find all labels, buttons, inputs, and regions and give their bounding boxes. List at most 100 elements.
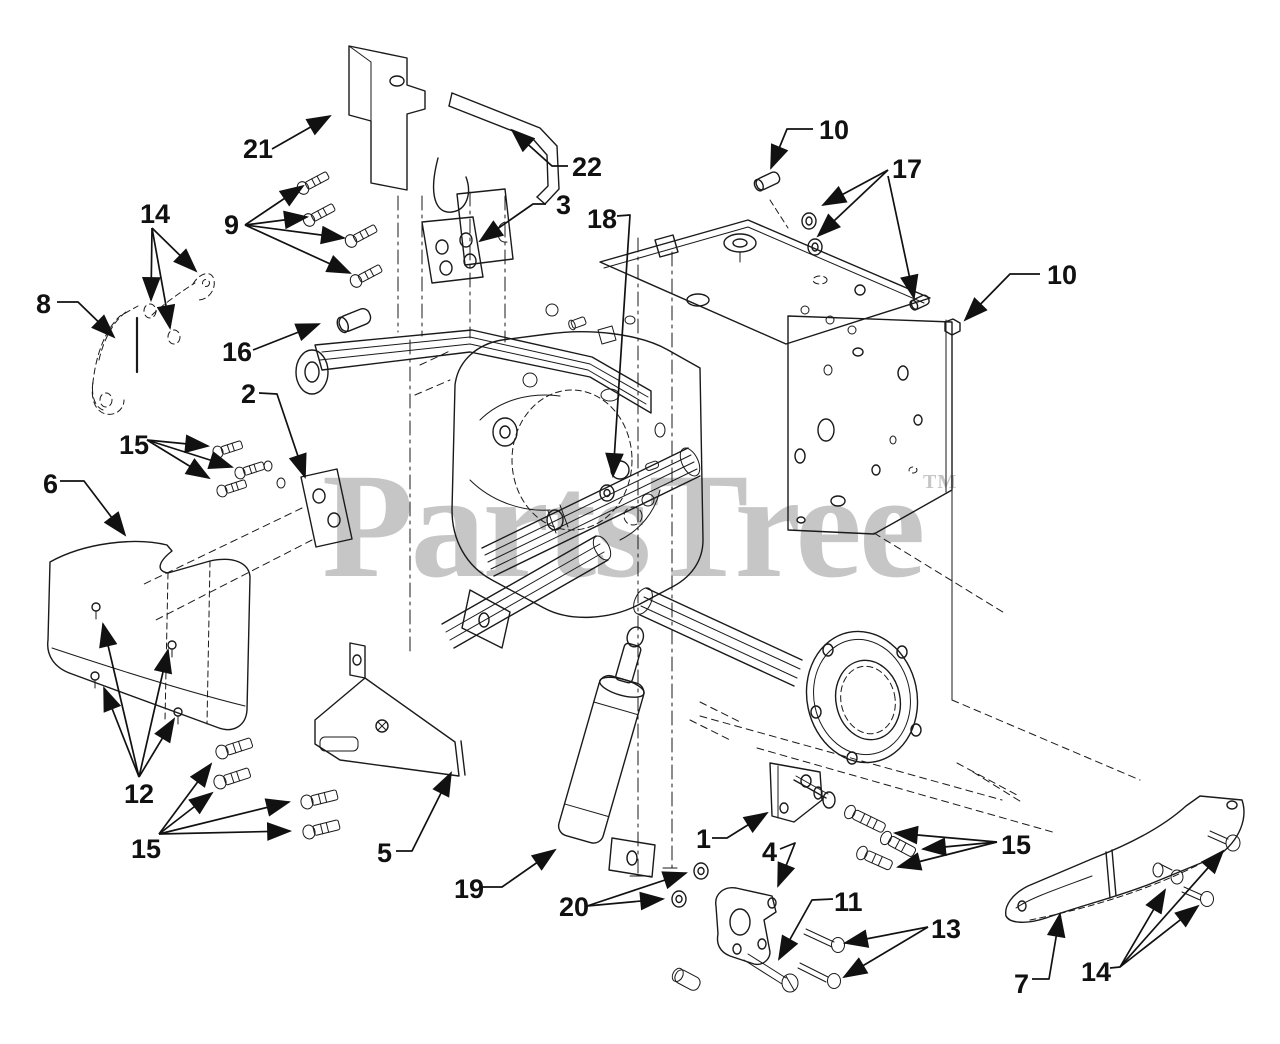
callout-11-label: 11	[834, 887, 863, 917]
callout-6-leader	[60, 480, 127, 537]
callout-6: 6	[43, 469, 127, 537]
callout-14-leader	[151, 227, 198, 273]
callout-22-leader	[510, 128, 568, 167]
callout-15-right: 15	[892, 825, 1031, 871]
callout-9: 9	[224, 184, 352, 274]
callout-15-leader	[146, 439, 234, 469]
callout-15-leader	[158, 822, 293, 841]
callout-9-leader	[244, 184, 305, 226]
callout-5-leader	[396, 771, 452, 852]
callout-16-leader	[252, 323, 321, 351]
callout-15-leader	[895, 841, 998, 871]
pin-10-top	[753, 171, 789, 229]
bolts-11	[671, 953, 799, 993]
callout-20-leader	[586, 891, 666, 911]
callout-22: 22	[510, 128, 602, 182]
callout-10-right-leader	[963, 273, 1040, 322]
callout-10-right-label: 10	[1047, 260, 1077, 290]
callout-17-leader	[821, 169, 889, 206]
callout-18: 18	[587, 204, 631, 479]
part-6-shield	[47, 540, 251, 731]
axle-flange	[805, 630, 922, 765]
bolts-13	[797, 928, 845, 989]
callout-13-leader	[842, 926, 929, 979]
callout-19: 19	[454, 848, 557, 904]
part-14-hook	[192, 273, 215, 301]
callout-15-right-label: 15	[1001, 830, 1031, 860]
callout-2-leader	[258, 392, 307, 479]
callout-10-top: 10	[770, 115, 849, 170]
callout-13: 13	[842, 914, 961, 979]
callout-15-leader	[920, 837, 998, 857]
callout-8-label: 8	[36, 289, 51, 319]
callout-13-label: 13	[931, 914, 961, 944]
callout-19-leader	[481, 848, 557, 888]
callout-14-leader	[151, 227, 176, 331]
splined-shafts	[441, 447, 803, 687]
callout-15-leader	[146, 439, 211, 480]
callout-18-leader	[605, 214, 631, 479]
callout-4-label: 4	[762, 837, 777, 867]
callout-14-bottom-label: 14	[1081, 957, 1111, 987]
callout-2: 2	[241, 379, 307, 479]
washers-17	[801, 212, 930, 311]
part-4-bracket	[715, 887, 777, 966]
callout-20-leader	[586, 871, 688, 907]
callout-12-leader	[138, 717, 176, 778]
callout-9-leader	[244, 224, 347, 245]
callout-3-leader	[478, 203, 546, 243]
callout-10-top-leader	[770, 128, 813, 170]
callout-15-leader	[158, 791, 214, 835]
part-5-bracket	[314, 642, 466, 777]
callout-7-label: 7	[1014, 969, 1029, 999]
callout-6-label: 6	[43, 469, 58, 499]
callout-3-label: 3	[556, 190, 571, 220]
callout-10-right: 10	[963, 260, 1077, 322]
callout-9-label: 9	[224, 210, 239, 240]
callout-12: 12	[99, 621, 176, 809]
callout-20-label: 20	[559, 892, 589, 922]
callout-18-label: 18	[587, 204, 617, 234]
bolts-9	[296, 171, 383, 288]
callout-5: 5	[377, 771, 452, 868]
callout-8: 8	[36, 289, 116, 339]
callout-14-leader	[141, 227, 161, 303]
part-7-bracket	[1005, 795, 1245, 923]
part-22-strap	[432, 92, 560, 213]
callout-15-middle: 15	[119, 430, 234, 480]
callout-22-label: 22	[572, 152, 602, 182]
part-19-cylinder	[557, 626, 656, 878]
watermark-tm: TM	[923, 471, 957, 493]
callout-17: 17	[816, 154, 922, 301]
callout-16-label: 16	[222, 337, 252, 367]
callout-7: 7	[1014, 911, 1066, 999]
callout-9-leader	[244, 224, 352, 274]
callout-2-label: 2	[241, 379, 256, 409]
callout-1-label: 1	[696, 824, 711, 854]
callout-21: 21	[243, 114, 332, 164]
washers-20	[671, 862, 709, 908]
callout-12-leader	[103, 686, 140, 778]
callout-14-top-label: 14	[140, 199, 170, 229]
callout-5-label: 5	[377, 838, 392, 868]
callout-14-bottom: 14	[1081, 849, 1225, 987]
control-arm	[295, 329, 652, 414]
callout-21-leader	[271, 114, 332, 150]
bolts-15-lower	[213, 737, 341, 840]
part-21-bracket	[348, 45, 426, 191]
callout-15-leader	[146, 434, 211, 454]
callout-21-label: 21	[243, 134, 273, 164]
callout-15-middle-label: 15	[119, 430, 149, 460]
part-1-bracket	[769, 762, 836, 823]
callout-14-leader	[1109, 888, 1167, 969]
watermark-text: PartsTree	[322, 443, 922, 609]
callout-4: 4	[762, 837, 796, 888]
callout-17-leader	[887, 175, 919, 301]
callout-15-leader	[158, 762, 213, 835]
callout-11: 11	[777, 887, 863, 961]
callout-19-label: 19	[454, 874, 484, 904]
callout-9-leader	[244, 210, 310, 230]
callout-1: 1	[696, 811, 769, 854]
